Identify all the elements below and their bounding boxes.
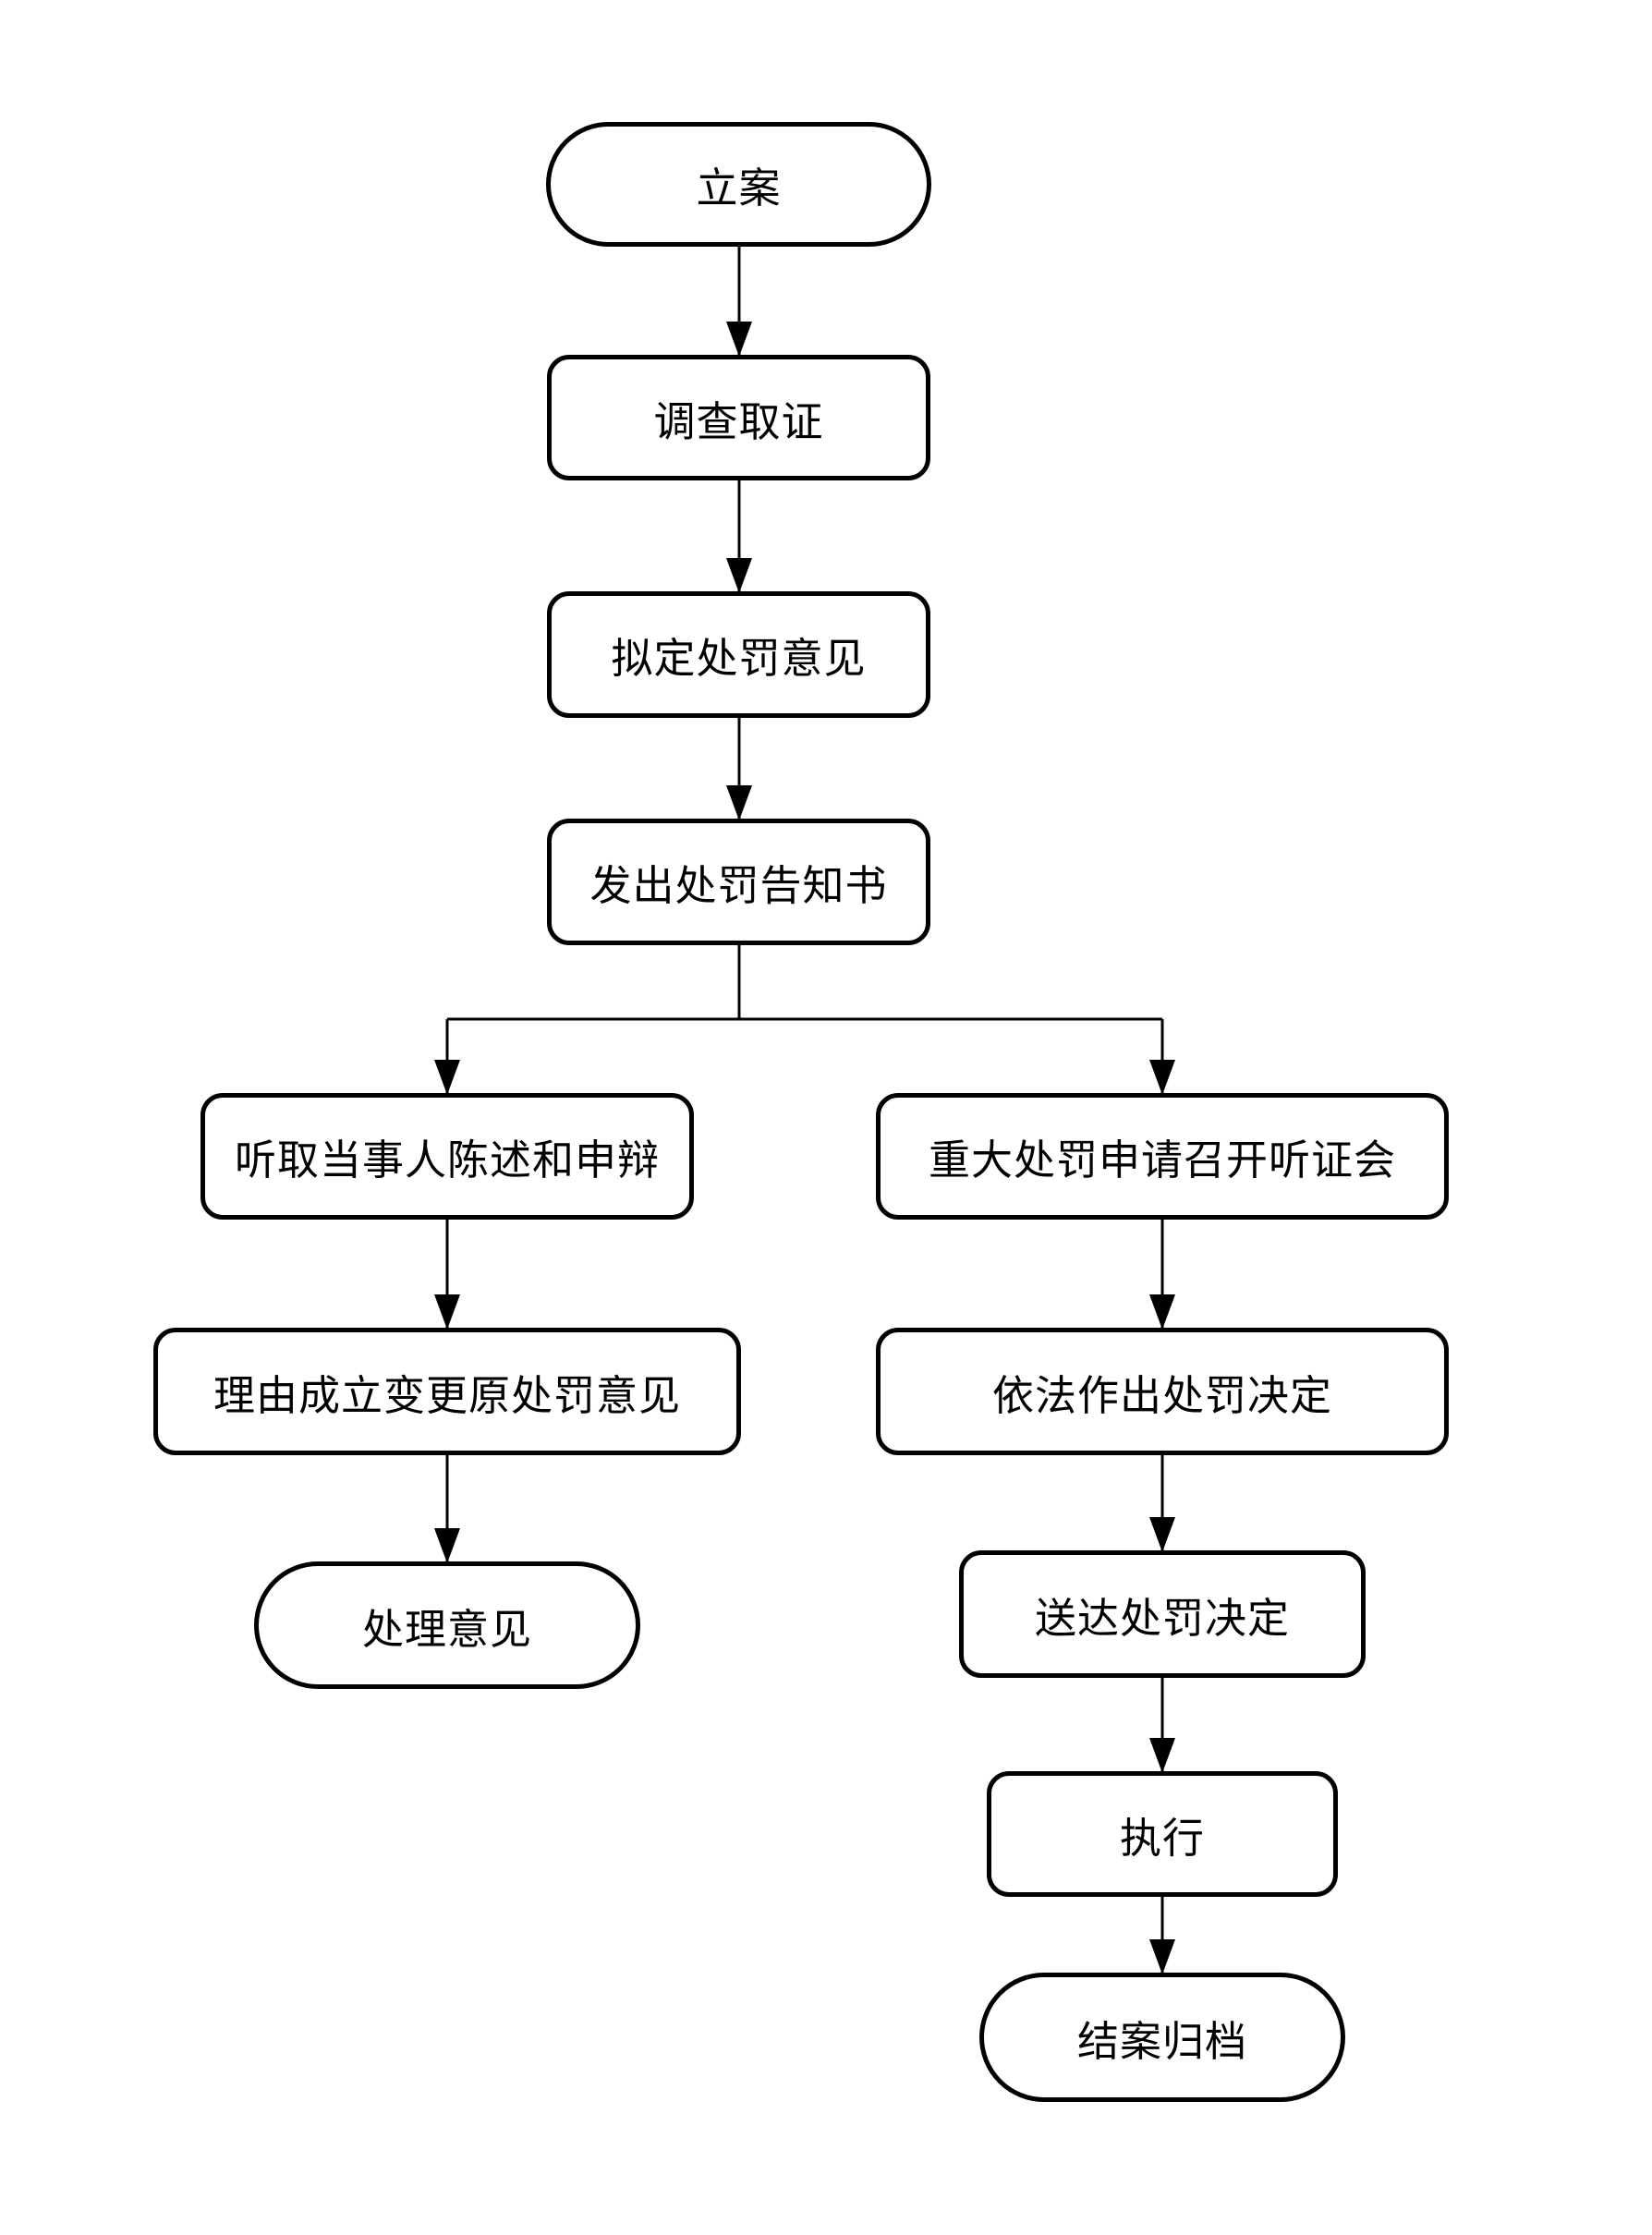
node-draft-opinion: 拟定处罚意见 xyxy=(547,591,930,718)
node-close-archive: 结案归档 xyxy=(979,1973,1345,2102)
node-close-archive-label: 结案归档 xyxy=(1076,2018,1247,2065)
node-handling-opinion: 处理意见 xyxy=(254,1561,640,1689)
node-deliver-decision: 送达处罚决定 xyxy=(959,1550,1366,1678)
node-change-opinion-label: 理由成立变更原处罚意见 xyxy=(213,1372,681,1419)
node-major-hearing-label: 重大处罚申请召开听证会 xyxy=(928,1137,1396,1184)
node-major-hearing: 重大处罚申请召开听证会 xyxy=(876,1093,1449,1220)
node-hear-statement: 听取当事人陈述和申辩 xyxy=(200,1093,694,1220)
node-change-opinion: 理由成立变更原处罚意见 xyxy=(153,1328,741,1455)
node-investigate-label: 调查取证 xyxy=(653,398,824,445)
node-investigate: 调查取证 xyxy=(547,355,930,480)
node-execute: 执行 xyxy=(987,1771,1338,1897)
node-start: 立案 xyxy=(546,122,931,247)
node-make-decision: 依法作出处罚决定 xyxy=(876,1328,1449,1455)
arrowheads xyxy=(434,322,1175,1974)
node-issue-notice: 发出处罚告知书 xyxy=(547,819,930,945)
node-hear-statement-label: 听取当事人陈述和申辩 xyxy=(234,1137,660,1184)
node-handling-opinion-label: 处理意见 xyxy=(361,1606,532,1653)
node-execute-label: 执行 xyxy=(1119,1815,1205,1862)
node-issue-notice-label: 发出处罚告知书 xyxy=(589,863,888,909)
edge-notice-branch xyxy=(445,945,1164,1093)
node-make-decision-label: 依法作出处罚决定 xyxy=(991,1372,1332,1419)
node-deliver-decision-label: 送达处罚决定 xyxy=(1034,1595,1290,1642)
node-start-label: 立案 xyxy=(696,165,782,212)
node-draft-opinion-label: 拟定处罚意见 xyxy=(611,636,867,682)
